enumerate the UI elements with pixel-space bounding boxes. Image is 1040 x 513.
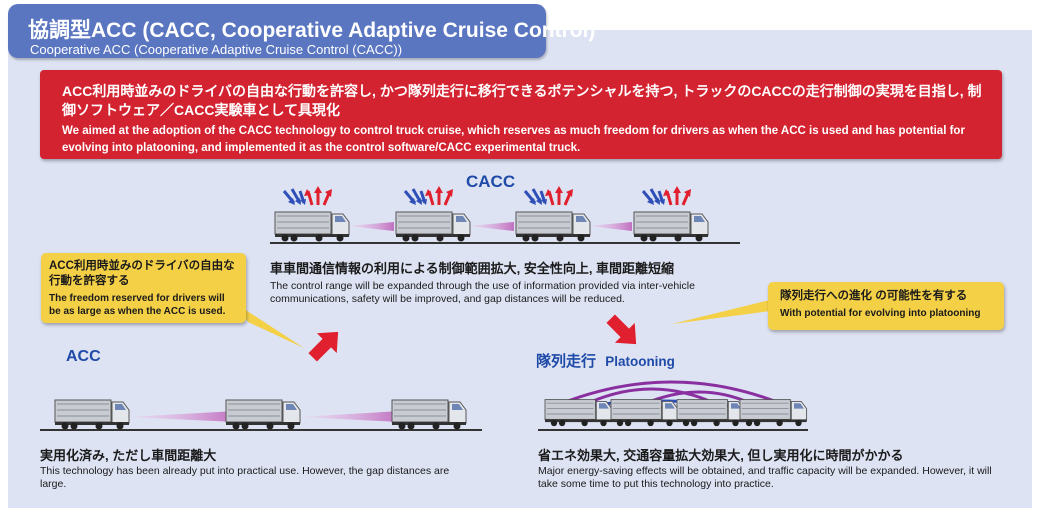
platoon-label-jp: 隊列走行	[536, 353, 597, 370]
callout-left-jp: ACC利用時並みのドライバの自由な行動を許容する	[49, 260, 235, 287]
platoon-label-en: Platooning	[605, 354, 675, 369]
banner-text-jp: ACC利用時並みのドライバの自由な行動を許容し, かつ隊列走行に移行できるポテン…	[62, 83, 982, 118]
cacc-description: 車車間通信情報の利用による制御範囲拡大, 安全性向上, 車間距離短縮 The c…	[270, 260, 760, 306]
callout-right-jp: 隊列走行への進化 の可能性を有する	[780, 290, 968, 302]
title-tab: 協調型ACC (CACC, Cooperative Adaptive Cruis…	[8, 4, 595, 58]
callout-right-en: With potential for evolving into platoon…	[780, 308, 981, 319]
acc-desc-en: This technology has been already put int…	[40, 465, 450, 490]
platoon-label: 隊列走行 Platooning	[536, 350, 675, 371]
platoon-description: 省エネ効果大, 交通容量拡大効果大, 但し実用化に時間がかかる Major en…	[538, 447, 998, 491]
acc-label: ACC	[66, 348, 101, 365]
callout-driver-freedom: ACC利用時並みのドライバの自由な行動を許容する The freedom res…	[41, 253, 246, 323]
cacc-desc-en: The control range will be expanded throu…	[270, 280, 695, 305]
page-title: 協調型ACC (CACC, Cooperative Adaptive Cruis…	[28, 19, 596, 42]
callout-platoon-potential: 隊列走行への進化 の可能性を有する With potential for evo…	[768, 282, 1004, 330]
platoon-desc-en: Major energy-saving effects will be obta…	[538, 465, 992, 490]
page-subtitle: Cooperative ACC (Cooperative Adaptive Cr…	[30, 42, 403, 57]
cacc-label: CACC	[466, 172, 516, 191]
banner-text-en: We aimed at the adoption of the CACC tec…	[62, 125, 965, 154]
platoon-desc-jp: 省エネ効果大, 交通容量拡大効果大, 但し実用化に時間がかかる	[538, 448, 904, 463]
cacc-desc-jp: 車車間通信情報の利用による制御範囲拡大, 安全性向上, 車間距離短縮	[270, 261, 675, 276]
acc-description: 実用化済み, ただし車間距離大 This technology has been…	[40, 447, 460, 491]
callout-left-en: The freedom reserved for drivers will be…	[49, 293, 226, 317]
summary-banner: ACC利用時並みのドライバの自由な行動を許容し, かつ隊列走行に移行できるポテン…	[40, 70, 1002, 159]
acc-desc-jp: 実用化済み, ただし車間距離大	[40, 448, 217, 463]
